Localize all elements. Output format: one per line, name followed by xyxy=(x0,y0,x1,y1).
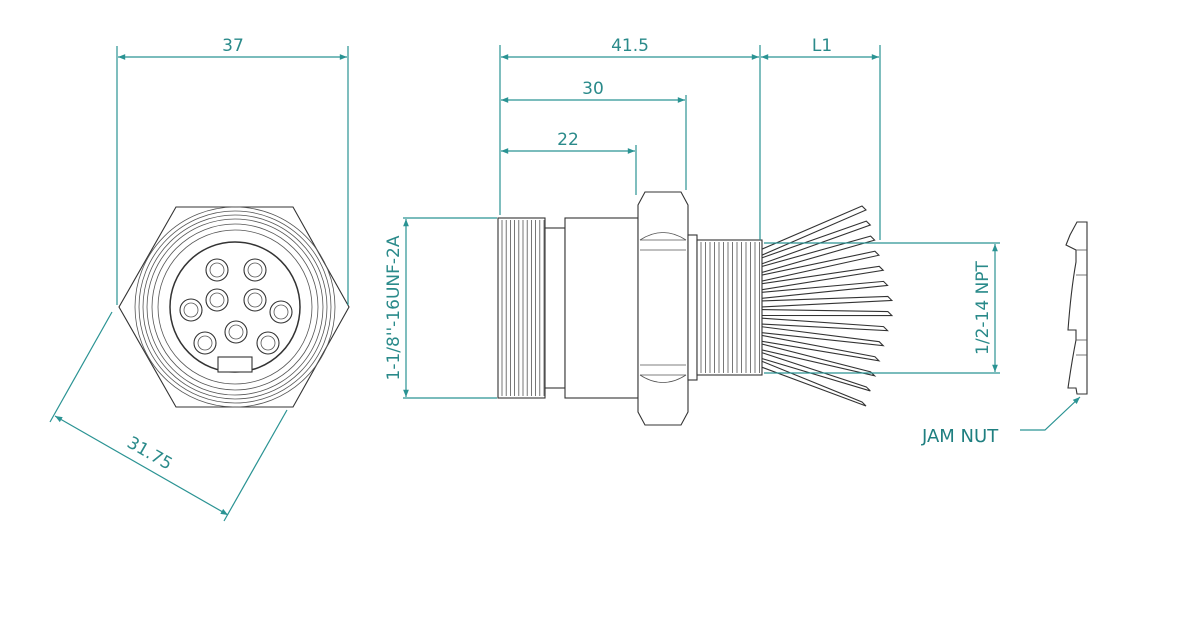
keyway xyxy=(217,356,253,373)
pin-socket xyxy=(224,320,248,344)
ring xyxy=(138,210,332,404)
svg-text:L1: L1 xyxy=(812,36,832,56)
pin-contact xyxy=(228,324,244,340)
front-view xyxy=(118,206,350,408)
svg-text:1/2-14 NPT: 1/2-14 NPT xyxy=(973,260,993,354)
pin-contact xyxy=(247,292,263,308)
pin-contact xyxy=(209,262,225,278)
ring xyxy=(157,229,313,385)
pin-contact xyxy=(247,262,263,278)
jam-nut: JAM NUT xyxy=(921,221,1088,447)
svg-text:22: 22 xyxy=(557,130,579,150)
pin-socket xyxy=(179,298,203,322)
pin-socket xyxy=(243,258,267,282)
ring xyxy=(151,223,319,391)
front-thread xyxy=(497,217,546,399)
pin-socket xyxy=(256,331,280,355)
side-view xyxy=(497,191,894,426)
hex-nut-side xyxy=(637,191,689,426)
svg-text:30: 30 xyxy=(582,79,604,99)
ring xyxy=(142,214,328,400)
pin-socket xyxy=(205,288,229,312)
pin-contact xyxy=(260,335,276,351)
pin-contact xyxy=(209,292,225,308)
wire-leads xyxy=(759,205,894,407)
svg-text:37: 37 xyxy=(222,36,244,56)
svg-text:31.75: 31.75 xyxy=(123,433,175,475)
pin-contact xyxy=(183,302,199,318)
rear-thread xyxy=(696,239,763,376)
body xyxy=(564,217,639,399)
wire-lead xyxy=(759,308,894,317)
svg-text:1-1/8''-16UNF-2A: 1-1/8''-16UNF-2A xyxy=(384,235,404,380)
svg-text:41.5: 41.5 xyxy=(611,36,649,56)
dimension-side: 41.5 L1 30 22 1-1/8''-16UNF-2A 1/2-14 NP… xyxy=(384,36,1000,399)
pin-socket xyxy=(243,288,267,312)
ring xyxy=(134,206,336,408)
jam-nut-label: JAM NUT xyxy=(921,426,999,447)
dimension-hex-width: 37 xyxy=(116,36,349,305)
pin-socket xyxy=(205,258,229,282)
pin-contact xyxy=(197,335,213,351)
pin-socket xyxy=(269,300,293,324)
wire-lead xyxy=(759,295,894,308)
pin-contact xyxy=(273,304,289,320)
pin-socket xyxy=(193,331,217,355)
ring xyxy=(146,218,324,396)
